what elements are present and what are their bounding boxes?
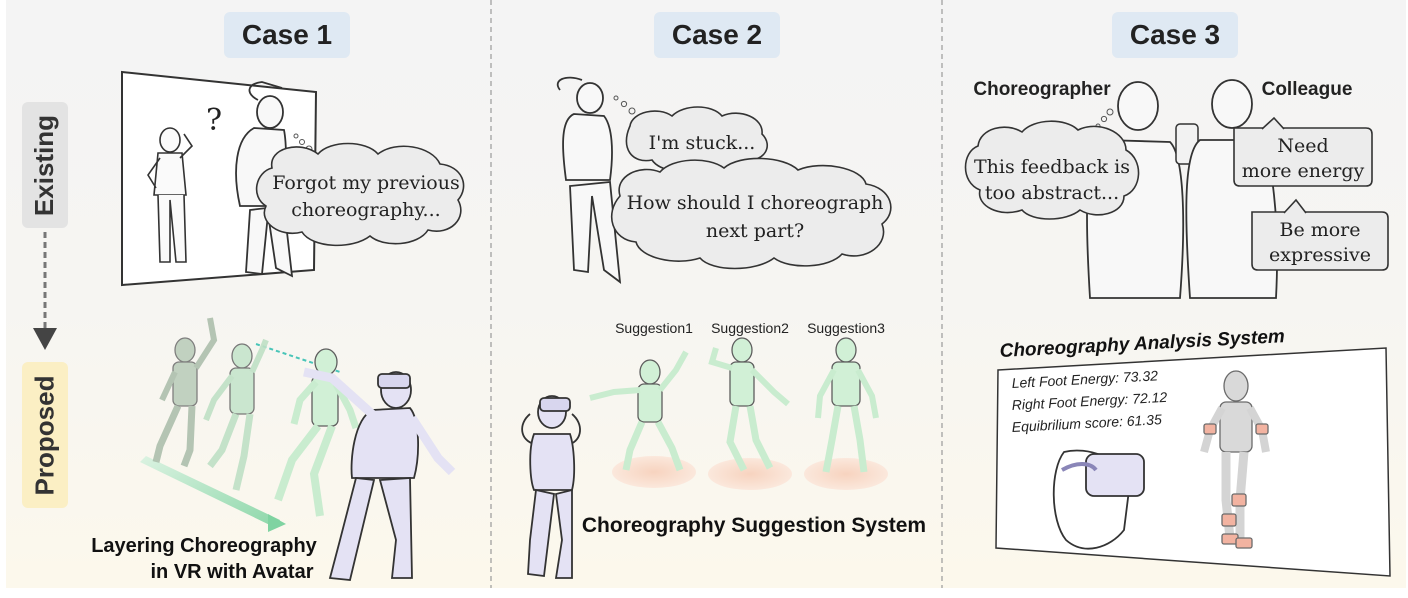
metric-equilibrium-score: Equibrilium score: 61.35 — [1011, 411, 1162, 435]
case2-suggestion-label-2: Suggestion2 — [711, 320, 789, 336]
case-3-header: Case 3 — [1112, 12, 1238, 58]
case-2-header: Case 2 — [654, 12, 780, 58]
existing-row-label-text: Existing — [29, 114, 60, 216]
case1-caption-line1: Layering Choreography — [91, 535, 317, 557]
analysis-system-panel — [995, 347, 1391, 577]
case2-large-thought-bubble — [610, 157, 892, 270]
proposed-row-label: Proposed — [22, 362, 68, 508]
case2-caption: Choreography Suggestion System — [582, 514, 926, 537]
case1-question-mark: ? — [206, 103, 222, 138]
case3-thought-text-line2: too abstract... — [985, 182, 1119, 204]
case3-thought-bubble — [964, 120, 1140, 220]
case2-existing-illustration — [556, 76, 892, 284]
case1-thought-bubble — [255, 142, 465, 247]
existing-to-proposed-arrow — [33, 232, 57, 350]
case3-existing-illustration — [964, 79, 1389, 299]
metric-left-foot-energy: Left Foot Energy: 73.32 — [1011, 367, 1158, 391]
case3-speech1-line1: Need — [1277, 135, 1328, 157]
case3-speech2-line1: Be more — [1279, 219, 1360, 241]
case-1-header: Case 1 — [224, 12, 350, 58]
proposed-row-label-text: Proposed — [29, 375, 60, 495]
case3-speech-bubble-2 — [1251, 211, 1389, 271]
case3-thought-text-line1: This feedback is — [974, 156, 1130, 178]
existing-row-label: Existing — [22, 102, 68, 228]
case1-proposed-illustration — [140, 317, 456, 581]
case1-caption-line2: in VR with Avatar — [151, 561, 314, 583]
case2-bubble-small-text: I'm stuck... — [649, 132, 756, 154]
case1-existing-illustration: ? — [121, 70, 318, 287]
colleague-label: Colleague — [1262, 79, 1353, 100]
case2-bubble-text-line2: next part? — [706, 220, 804, 242]
case2-bubble-text-line1: How should I choreograph — [627, 192, 884, 214]
case1-bubble-text-line1: Forgot my previous — [272, 172, 459, 194]
choreographer-label: Choreographer — [973, 79, 1111, 100]
case1-bubble-text-line2: choreography... — [291, 199, 440, 221]
case2-proposed-illustration — [521, 337, 888, 579]
case2-suggestion-label-1: Suggestion1 — [615, 320, 693, 336]
case2-small-thought-bubble — [625, 106, 768, 172]
case3-speech2-line2: expressive — [1269, 244, 1371, 266]
case3-speech-bubble-1 — [1233, 127, 1373, 187]
case2-suggestion-label-3: Suggestion3 — [807, 320, 885, 336]
case3-speech1-line2: more energy — [1242, 160, 1365, 182]
